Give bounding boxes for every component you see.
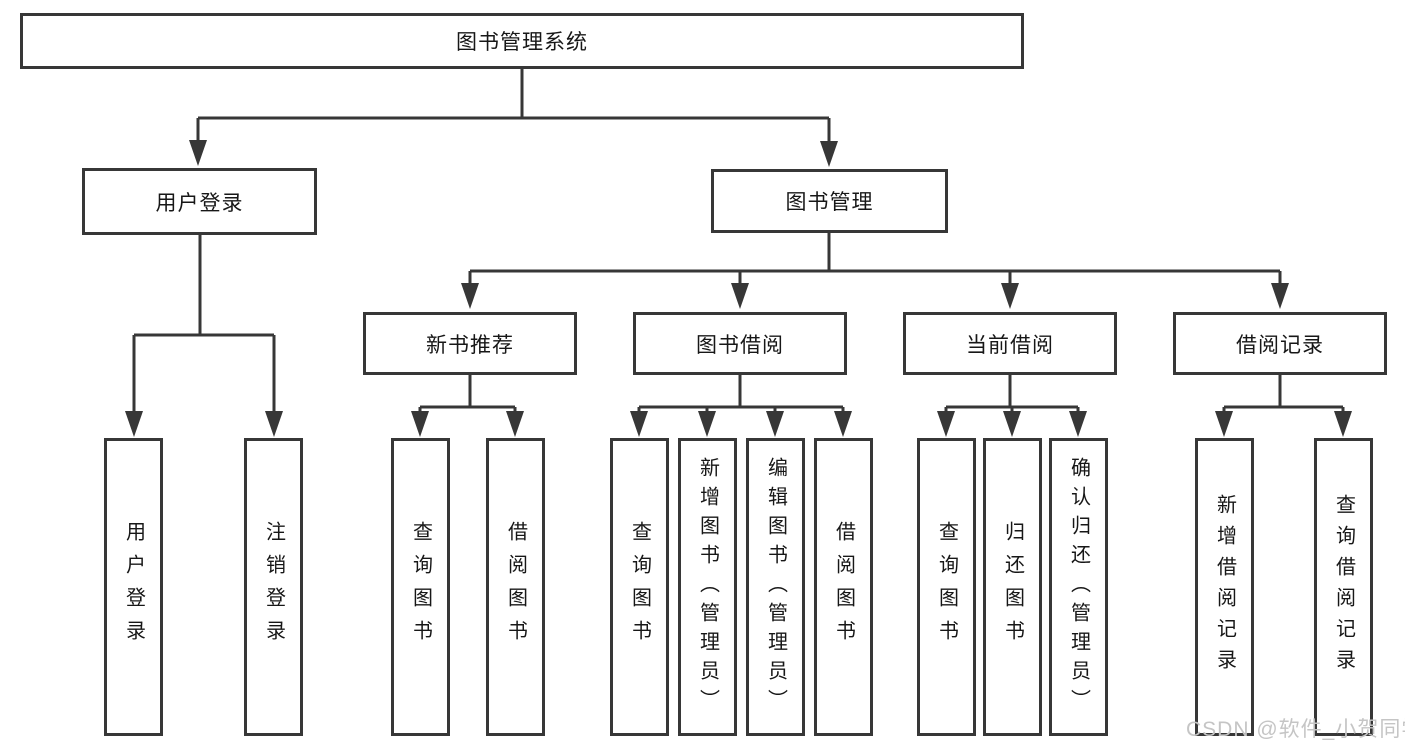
arrowhead <box>937 411 955 437</box>
arrowhead <box>265 411 283 437</box>
arrowhead <box>506 411 524 437</box>
arrowhead <box>1215 411 1233 437</box>
node-label: 新增借阅记录 <box>1213 494 1236 680</box>
arrowhead <box>1069 411 1087 437</box>
leaf-logout-login: 注销登录 <box>244 438 303 736</box>
node-user-login: 用户登录 <box>82 168 317 235</box>
connector-user-login-fork <box>132 235 276 413</box>
node-current-borrowing: 当前借阅 <box>903 312 1117 375</box>
node-label: 用户登录 <box>122 521 145 653</box>
arrowhead <box>125 411 143 437</box>
watermark: CSDN @软件_小贺同学 <box>1186 718 1405 741</box>
leaf-br-query-borrow-record: 查询借阅记录 <box>1314 438 1373 736</box>
connector-current-borrowing-fork <box>944 375 1080 413</box>
leaf-bb-borrow-book: 借阅图书 <box>814 438 873 736</box>
node-label: 查询借阅记录 <box>1332 494 1355 680</box>
node-label: 归还图书 <box>1001 521 1024 653</box>
node-borrowing-records: 借阅记录 <box>1173 312 1387 375</box>
node-new-book-recommendation: 新书推荐 <box>363 312 577 375</box>
arrowhead <box>461 283 479 309</box>
arrowhead <box>189 140 207 166</box>
node-book-borrowing: 图书借阅 <box>633 312 847 375</box>
node-label: 查询图书 <box>409 521 432 653</box>
leaf-br-add-borrow-record: 新增借阅记录 <box>1195 438 1254 736</box>
leaf-bb-edit-book-admin: 编辑图书（管理员） <box>746 438 805 736</box>
node-label: 图书借阅 <box>696 333 784 357</box>
leaf-user-login: 用户登录 <box>104 438 163 736</box>
node-label: 借阅图书 <box>504 521 527 653</box>
arrowhead <box>820 141 838 167</box>
leaf-bb-add-book-admin: 新增图书（管理员） <box>678 438 737 736</box>
node-label: 当前借阅 <box>966 333 1054 357</box>
arrowhead <box>411 411 429 437</box>
arrowhead <box>698 411 716 437</box>
connector-root-fork <box>196 66 831 145</box>
node-label: 新书推荐 <box>426 333 514 357</box>
leaf-cb-confirm-return-admin: 确认归还（管理员） <box>1049 438 1108 736</box>
node-label: 编辑图书（管理员） <box>764 456 787 718</box>
leaf-nbr-borrow-book: 借阅图书 <box>486 438 545 736</box>
leaf-cb-return-book: 归还图书 <box>983 438 1042 736</box>
arrowhead <box>1271 283 1289 309</box>
arrowhead <box>1003 411 1021 437</box>
arrowhead <box>731 283 749 309</box>
leaf-nbr-query-book: 查询图书 <box>391 438 450 736</box>
arrowhead <box>766 411 784 437</box>
arrowhead <box>834 411 852 437</box>
node-label: 查询图书 <box>935 521 958 653</box>
connector-borrowing-records-fork <box>1222 375 1345 413</box>
arrowhead <box>630 411 648 437</box>
node-label: 借阅记录 <box>1236 333 1324 357</box>
connector-book-borrowing-fork <box>637 375 845 413</box>
node-label: 注销登录 <box>262 521 285 653</box>
leaf-cb-query-book: 查询图书 <box>917 438 976 736</box>
node-label: 新增图书（管理员） <box>696 456 719 718</box>
node-root: 图书管理系统 <box>20 13 1024 69</box>
node-label: 查询图书 <box>628 521 651 653</box>
node-book-management: 图书管理 <box>711 169 948 233</box>
leaf-bb-query-book: 查询图书 <box>610 438 669 736</box>
node-label: 借阅图书 <box>832 521 855 653</box>
connector-book-management-fork <box>468 233 1282 287</box>
arrowhead <box>1334 411 1352 437</box>
node-label: 图书管理系统 <box>456 31 588 54</box>
arrowhead <box>1001 283 1019 309</box>
node-label: 用户登录 <box>155 191 244 215</box>
node-label: 确认归还（管理员） <box>1067 456 1090 718</box>
connector-new-book-fork <box>418 375 517 413</box>
node-label: 图书管理 <box>785 191 874 214</box>
